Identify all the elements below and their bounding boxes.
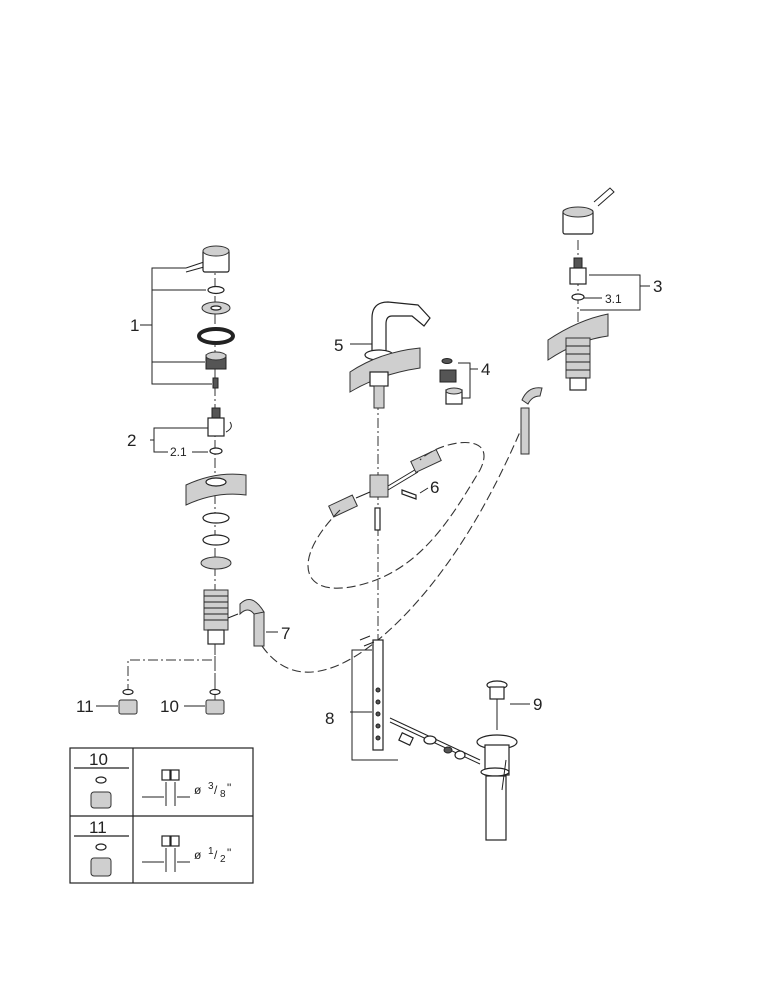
lift-rod [374,507,381,531]
clip [401,489,417,500]
pop-up-plug [486,680,508,730]
left-oring [197,327,235,345]
drain-body [476,734,518,841]
callout-10: 10 [160,697,179,716]
table-row-11-den: 2 [220,854,226,865]
spout-deck-section [349,347,421,393]
table-row-10-number: 10 [89,750,108,769]
left-hose-end [253,611,265,647]
right-deck-section [547,313,609,361]
right-valve-assembly [547,187,615,391]
supply-nuts [118,645,225,715]
supply-size-table: 10 ø 3 / 8 " 11 ø 1 / 2 " [69,747,254,884]
callout-8: 8 [325,709,334,728]
left-washer-a [202,512,230,524]
left-shank [203,589,239,645]
right-handle [562,187,615,235]
left-washer-small [207,285,225,295]
table-row-11-dia: ø [194,848,202,862]
callout-6: 6 [430,478,439,497]
callout-5: 5 [334,336,343,355]
connection-hoses [239,387,543,673]
table-row-11-number: 11 [89,818,107,837]
callout-9: 9 [533,695,542,714]
callout-2-1: 2.1 [170,445,187,459]
table-row-11-num: 1 [208,846,214,857]
callout-7: 7 [281,624,290,643]
table-row-10: 10 ø 3 / 8 " [89,750,231,809]
left-handle [185,245,230,273]
left-cartridge [207,407,232,437]
table-row-11: 11 ø 1 / 2 " [89,818,231,877]
right-cartridge [569,257,587,285]
left-screw [212,377,219,389]
table-row-10-den: 8 [220,789,226,800]
left-oring-small [209,447,223,455]
spout-assembly [328,301,463,660]
callout-3-1: 3.1 [605,292,622,306]
left-valve-assembly [185,245,247,700]
left-adapter [205,351,227,370]
callout-4: 4 [481,360,490,379]
callout-1: 1 [130,316,139,335]
pivot-rod [389,717,481,765]
lift-rod-strap [359,635,384,751]
left-deck-section [185,473,247,506]
callout-leaders [96,267,650,761]
table-row-10-dia: ø [194,783,202,797]
right-oring-small [571,293,585,301]
table-row-11-unit: " [227,846,231,860]
table-row-10-unit: " [227,781,231,795]
left-nut [200,556,232,570]
callout-3: 3 [653,277,662,296]
right-shank [565,337,591,391]
table-row-10-num: 3 [208,781,214,792]
left-washer-b [202,534,230,546]
svg-text:/: / [214,783,218,797]
svg-text:/: / [214,848,218,862]
tee-connector [328,448,442,518]
callout-11: 11 [76,697,94,716]
callout-labels: 1 2 2.1 3 3.1 4 5 6 7 8 9 10 11 [76,277,662,728]
aerator-parts [439,358,463,405]
callout-2: 2 [127,431,136,450]
drain-assembly [359,635,518,841]
